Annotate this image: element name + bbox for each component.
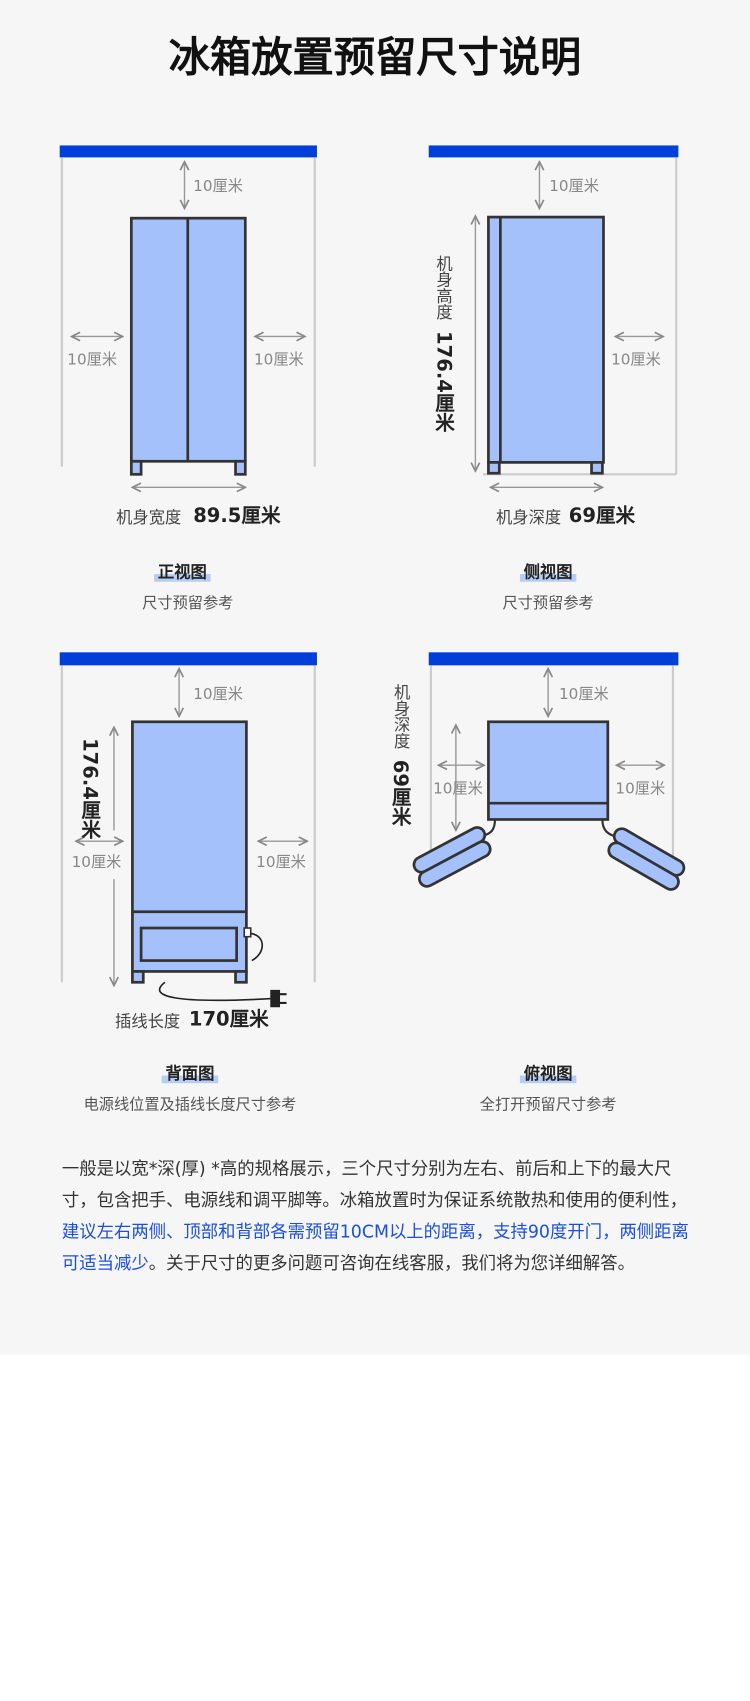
plug-icon (270, 989, 287, 1008)
top-gap-label: 10厘米 (193, 178, 243, 196)
top-sub: 全打开预留尺寸参考 (479, 1096, 617, 1114)
side-view-diagram (428, 145, 679, 487)
page-title: 冰箱放置预留尺寸说明 (168, 33, 582, 82)
height-value: 176.4厘米 (78, 738, 101, 839)
description-paragraph: 一般是以宽*深(厚) *高的规格展示，三个尺寸分别为左右、前后和上下的最大尺寸，… (61, 1158, 689, 1274)
power-cord (158, 932, 272, 1002)
side-sub: 尺寸预留参考 (502, 594, 594, 613)
wall-bar (428, 145, 679, 158)
width-label: 机身宽度 (116, 507, 182, 528)
back-view-diagram (59, 652, 317, 1008)
left-gap-label: 10厘米 (71, 854, 122, 872)
front-sub: 尺寸预留参考 (142, 594, 234, 613)
cord-label: 插线长度 (115, 1011, 181, 1032)
background (0, 0, 750, 1355)
right-gap-label: 10厘米 (615, 780, 666, 798)
left-gap-label: 10厘米 (433, 780, 483, 798)
top-gap-label: 10厘米 (193, 685, 243, 704)
top-caption: 俯视图 (418, 1062, 678, 1085)
left-gap-label: 10厘米 (67, 351, 118, 370)
back-sub: 电源线位置及插线长度尺寸参考 (83, 1096, 297, 1114)
side-caption: 侧视图 (418, 560, 678, 583)
width-value: 89.5厘米 (193, 504, 281, 528)
top-view-diagram (412, 652, 686, 891)
back-caption: 背面图 (60, 1062, 320, 1085)
height-value: 176.4厘米 (431, 331, 455, 432)
depth-value: 69厘米 (388, 759, 412, 827)
front-caption: 正视图 (52, 560, 312, 583)
top-gap-label: 10厘米 (549, 178, 599, 196)
depth-value: 69厘米 (568, 504, 636, 528)
fridge-front (129, 216, 247, 476)
fridge-back (131, 720, 252, 984)
highlight-text: 建议左右两侧、顶部和背部各需预留10CM以上的距离，支持90度开门，两侧距离可适… (61, 1221, 689, 1274)
height-label: 机身高度 (434, 255, 454, 321)
top-gap-label: 10厘米 (558, 685, 609, 704)
right-gap-label: 10厘米 (253, 351, 304, 370)
depth-label: 机身深度 (496, 507, 562, 528)
right-gap-label: 10厘米 (256, 854, 306, 872)
wall-bar (59, 145, 317, 158)
wall-bar (428, 652, 679, 666)
right-gap-label: 10厘米 (611, 351, 661, 370)
depth-label: 机身深度 (391, 683, 412, 749)
fridge-top (412, 720, 686, 891)
fridge-side (487, 215, 605, 475)
diagrams (59, 145, 686, 1008)
wall-bar (59, 652, 317, 666)
cord-value: 170厘米 (188, 1008, 269, 1032)
front-view-diagram (59, 145, 317, 487)
